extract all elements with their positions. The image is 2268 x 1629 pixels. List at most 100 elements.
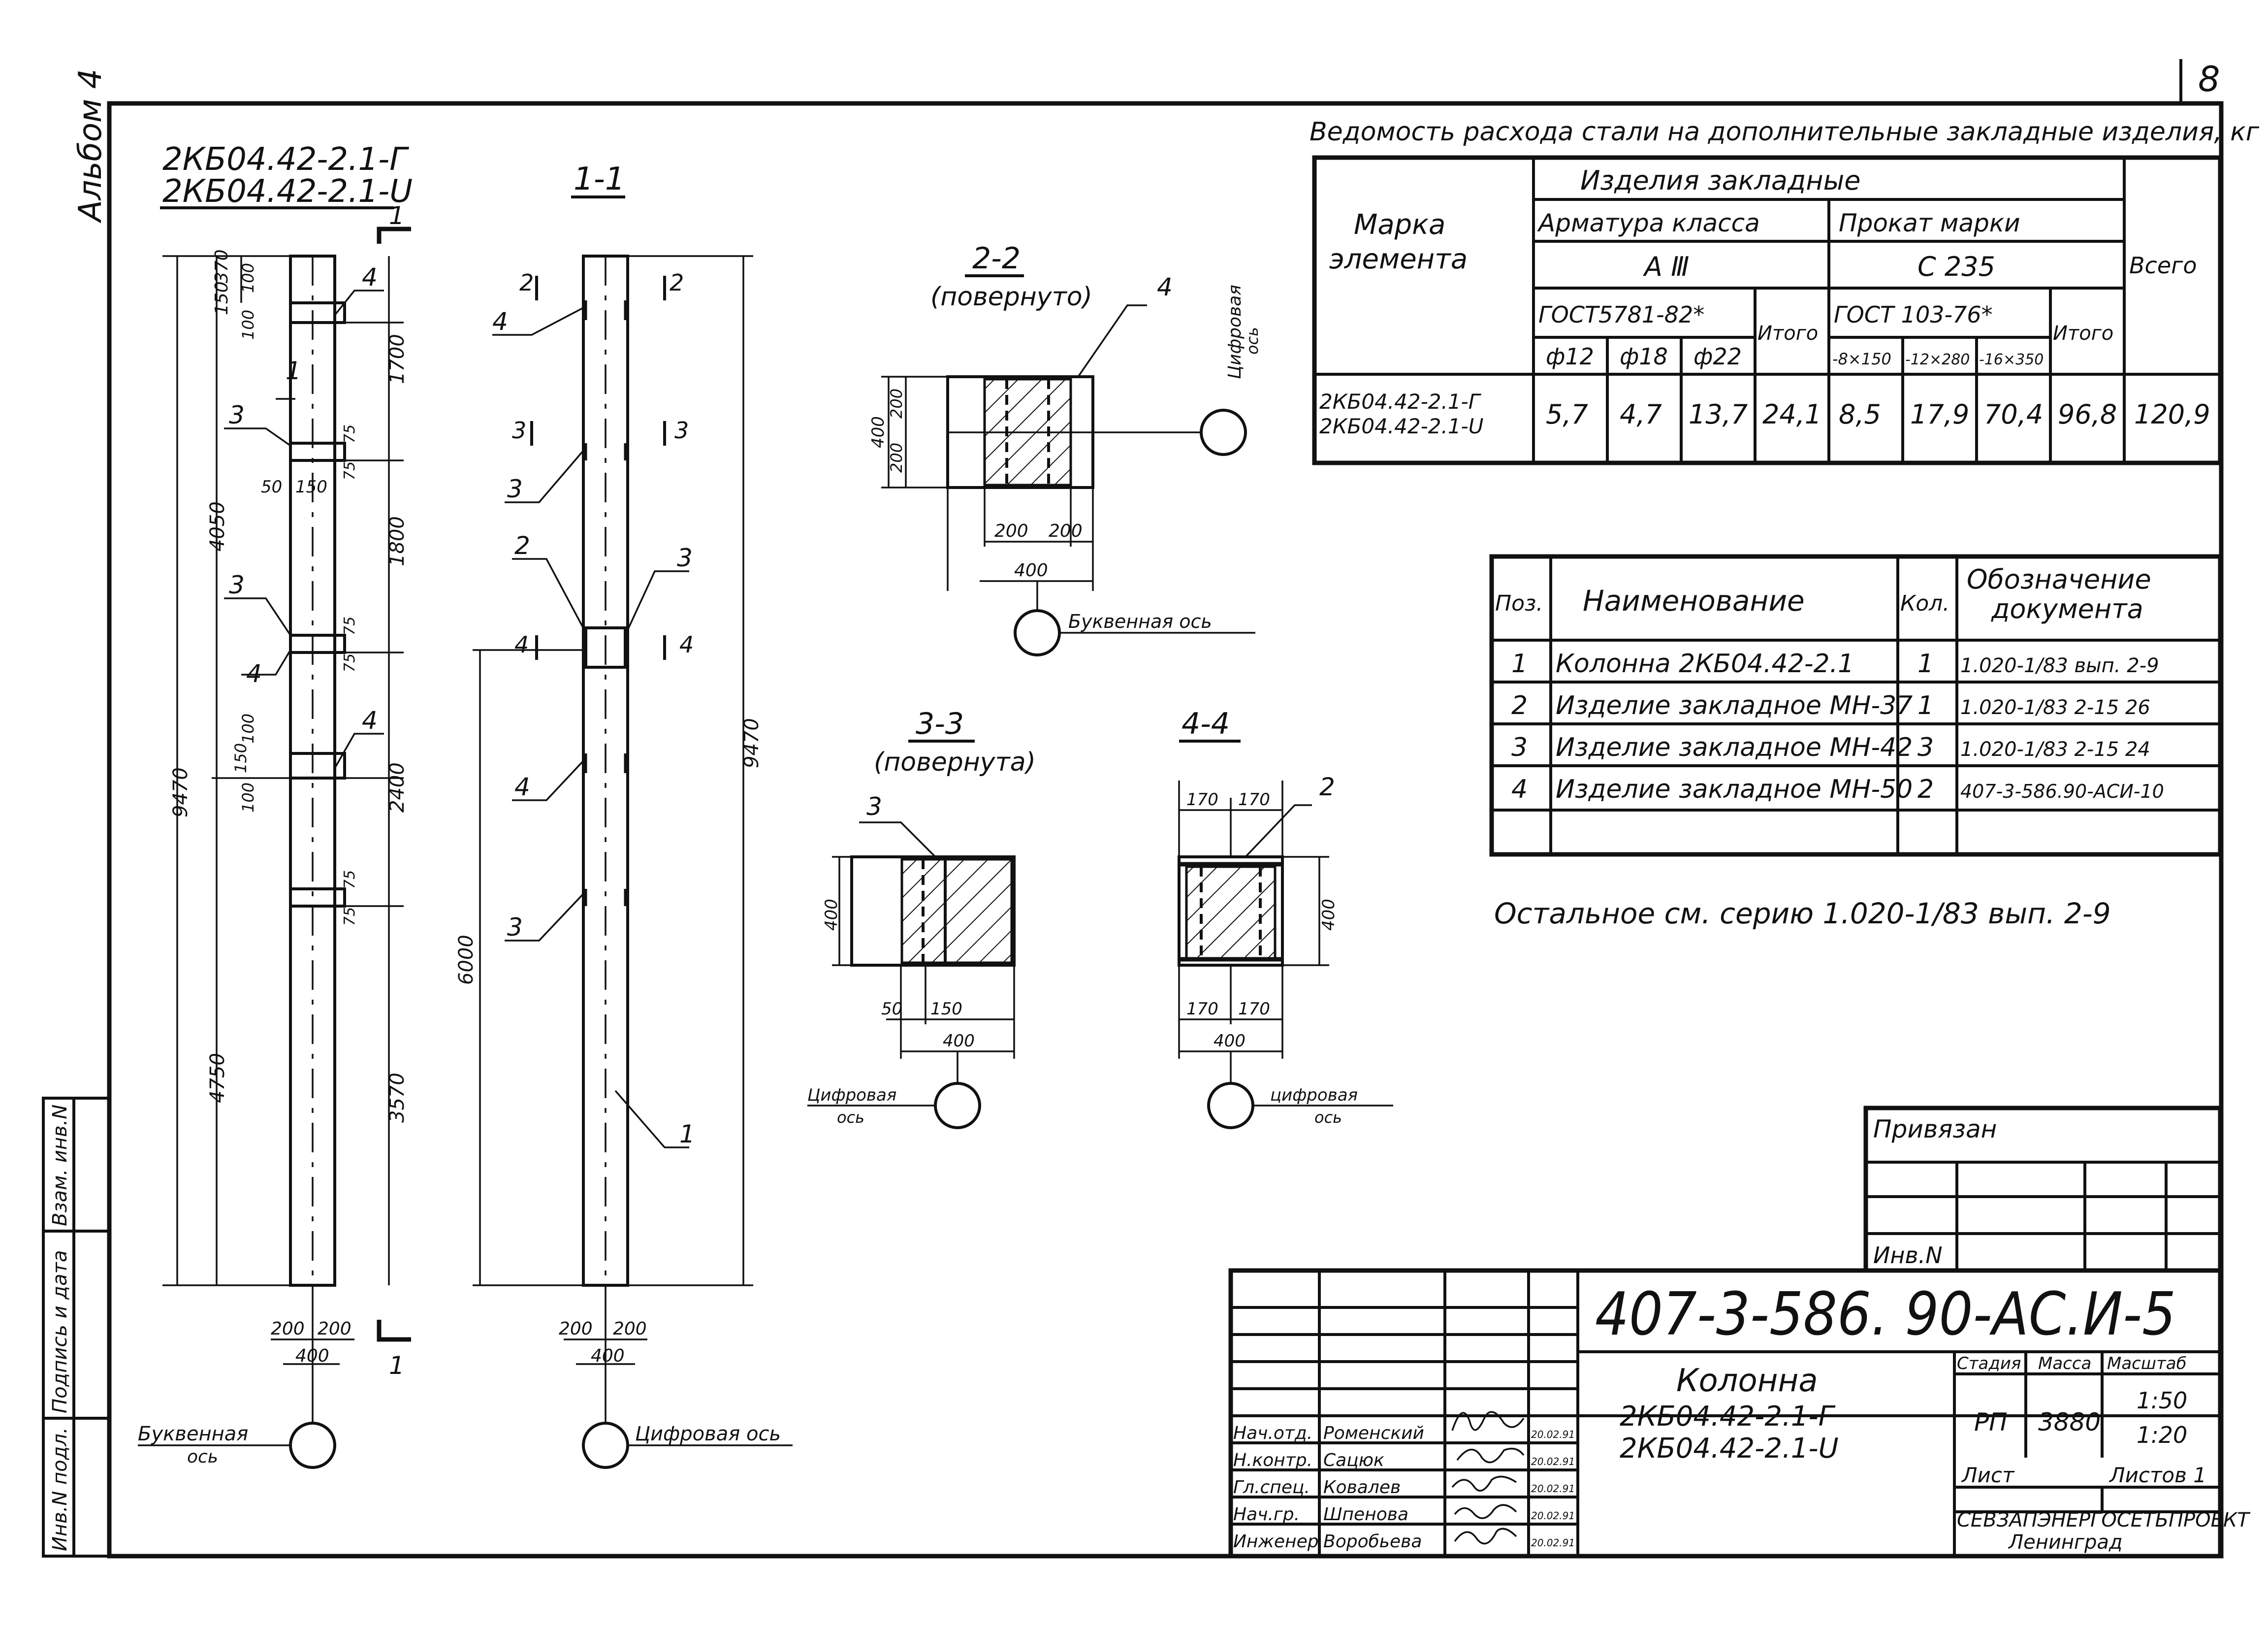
- steel-val-2: 4,7: [1620, 399, 1662, 430]
- title-scale-2: 1:20: [2137, 1422, 2187, 1448]
- section22-axis-digit-2: ось: [1243, 327, 1262, 355]
- title-listov: Листов 1: [2108, 1463, 2206, 1487]
- spec-row-2-pos: 2: [1511, 691, 1528, 720]
- steel-prokat-mark: С 235: [1917, 251, 1995, 282]
- elev-dim-2400: 2400: [386, 762, 409, 813]
- elev-dim-4050: 4050: [206, 501, 229, 552]
- elev-dim-4750: 4750: [206, 1053, 229, 1103]
- staff-row: Н.контр. Сацюк 20.02.91: [1233, 1450, 1575, 1470]
- title-massa: 3880: [2038, 1408, 2101, 1436]
- steel-val-9: 120,9: [2134, 399, 2210, 430]
- stamp-inv-podl: Инв.N подл.: [49, 1427, 71, 1551]
- staff-4-name: Шпенова: [1323, 1504, 1408, 1525]
- steel-gost2: ГОСТ 103-76*: [1834, 301, 1993, 328]
- section22-dim-h200a: 200: [994, 521, 1028, 541]
- elev-dim-75e: 75: [341, 870, 358, 889]
- spec-row-1-pos: 1: [1511, 649, 1528, 679]
- section44-dim-t170a: 170: [1186, 790, 1218, 810]
- steel-col-a3: ф22: [1693, 343, 1742, 370]
- steel-val-8: 96,8: [2058, 399, 2117, 430]
- steel-prokat: Прокат марки: [1839, 209, 2020, 237]
- elev-dim-75d: 75: [341, 653, 358, 672]
- steel-table-title: Ведомость расхода стали на дополнительны…: [1310, 117, 2260, 147]
- section22-pos: 4: [1157, 273, 1173, 301]
- elev-pos-1: 1: [286, 357, 301, 385]
- section44-title: 4-4: [1182, 707, 1230, 741]
- staff-3-name: Ковалев: [1323, 1477, 1401, 1498]
- elev-dim-100d: 100: [239, 782, 257, 813]
- signatures: [1451, 1411, 1525, 1545]
- steel-group-header: Изделия закладные: [1580, 165, 1860, 196]
- title-masshtab-h: Масштаб: [2107, 1354, 2187, 1373]
- title-stadia-h: Стадия: [1957, 1354, 2021, 1373]
- steel-gost1: ГОСТ5781-82*: [1538, 301, 1704, 328]
- elev-dim-50: 50: [261, 477, 282, 497]
- title-mark-2: 2КБ04.42-2.1-U: [1620, 1433, 1839, 1465]
- elev-pos-4a: 4: [246, 659, 262, 688]
- section44-dim-b170b: 170: [1238, 999, 1270, 1019]
- staff-3-role: Гл.спец.: [1233, 1477, 1310, 1498]
- section22-title: 2-2: [972, 241, 1021, 276]
- section11-dim-9470: 9470: [740, 718, 763, 768]
- section11-pos-4a: 4: [492, 307, 508, 336]
- spec-row-3-name: Изделие закладное МН-42: [1556, 733, 1913, 762]
- steel-val-5: 8,5: [1839, 399, 1881, 430]
- staff-5-role: Инженер: [1233, 1531, 1319, 1552]
- title-code: 407-3-586. 90-АС.И-5: [1595, 1280, 2176, 1349]
- stamp-podpis: Подпись и дата: [49, 1250, 71, 1413]
- elev-dim-150c: 150: [231, 743, 250, 773]
- elev-dim-1800: 1800: [386, 516, 409, 566]
- section44-dim-b170a: 170: [1186, 999, 1218, 1019]
- spec-note: Остальное см. серию 1.020-1/83 вып. 2-9: [1494, 897, 2111, 930]
- sheet-number: 8: [2198, 59, 2220, 99]
- elev-dim-75c: 75: [341, 617, 358, 635]
- elev-dim-75a: 75: [341, 424, 358, 443]
- elev-axis-label-2: ось: [187, 1447, 218, 1467]
- steel-vsego: Всего: [2129, 252, 2197, 279]
- steel-col-b3: -16×350: [1979, 351, 2044, 368]
- spec-row-2-doc: 1.020-1/83 2-15 26: [1960, 696, 2150, 719]
- spec-row-1-doc: 1.020-1/83 вып. 2-9: [1960, 654, 2159, 677]
- section11-cut-3r: 3: [674, 417, 689, 444]
- steel-val-7: 70,4: [1984, 399, 2043, 430]
- steel-val-4: 24,1: [1762, 399, 1821, 430]
- steel-col-b1: -8×150: [1832, 350, 1891, 368]
- steel-mark-header-1: Марка: [1354, 209, 1445, 241]
- steel-table: Ведомость расхода стали на дополнительны…: [1310, 117, 2260, 465]
- elev-dim-150: 150: [212, 281, 232, 315]
- spec-row-2-qty: 1: [1917, 691, 1934, 720]
- elev-axis-label-1: Буквенная: [138, 1423, 248, 1445]
- spec-row-1-qty: 1: [1917, 649, 1934, 679]
- spec-header-qty: Кол.: [1900, 591, 1949, 616]
- elev-pos-3a: 3: [229, 401, 245, 429]
- spec-header-doc-2: документа: [1991, 593, 2143, 624]
- steel-itogo-a: Итого: [1757, 322, 1818, 345]
- steel-armatura-class: А Ⅲ: [1643, 251, 1689, 282]
- section44-axis-2: ось: [1314, 1108, 1342, 1127]
- staff-1-role: Нач.отд.: [1233, 1423, 1312, 1443]
- staff-1-name: Роменский: [1323, 1423, 1424, 1443]
- staff-4-role: Нач.гр.: [1233, 1504, 1300, 1525]
- section33-dim-h400: 400: [943, 1031, 975, 1051]
- section11-pos-3c: 3: [507, 913, 523, 942]
- section11-dim-200a: 200: [559, 1319, 593, 1339]
- elev-dim-9470: 9470: [169, 767, 192, 817]
- steel-col-b2: -12×280: [1905, 351, 1970, 368]
- elev-dim-1700: 1700: [386, 334, 409, 384]
- section-3-3: 3-3 (повернута) 3 400 50 150 400 Цифрова…: [807, 707, 1036, 1129]
- section11-cut-2r: 2: [670, 269, 684, 296]
- elev-dim-75b: 75: [341, 461, 358, 480]
- section44-dim-h400: 400: [1214, 1031, 1246, 1051]
- section11-pos-3b: 3: [677, 544, 693, 572]
- spec-row: 4 Изделие закладное МН-50 2 407-3-586.90…: [1511, 775, 2164, 804]
- staff-2-role: Н.контр.: [1233, 1450, 1312, 1470]
- section22-dim-h400: 400: [1014, 560, 1048, 581]
- section22-axis-digit-1: Цифровая: [1225, 285, 1245, 379]
- spec-row: 3 Изделие закладное МН-42 3 1.020-1/83 2…: [1511, 733, 2150, 762]
- title-org: СЕВЗАПЭНЕРГОСЕТЬПРОЕКТ: [1957, 1509, 2251, 1531]
- elev-cut-top: 1: [389, 201, 405, 230]
- spec-row-4-name: Изделие закладное МН-50: [1556, 775, 1913, 804]
- title-mark-1: 2КБ04.42-2.1-Г: [1620, 1401, 1836, 1433]
- steel-row-mark-2: 2КБ04.42-2.1-U: [1319, 414, 1483, 438]
- elev-dim-370: 370: [212, 249, 232, 283]
